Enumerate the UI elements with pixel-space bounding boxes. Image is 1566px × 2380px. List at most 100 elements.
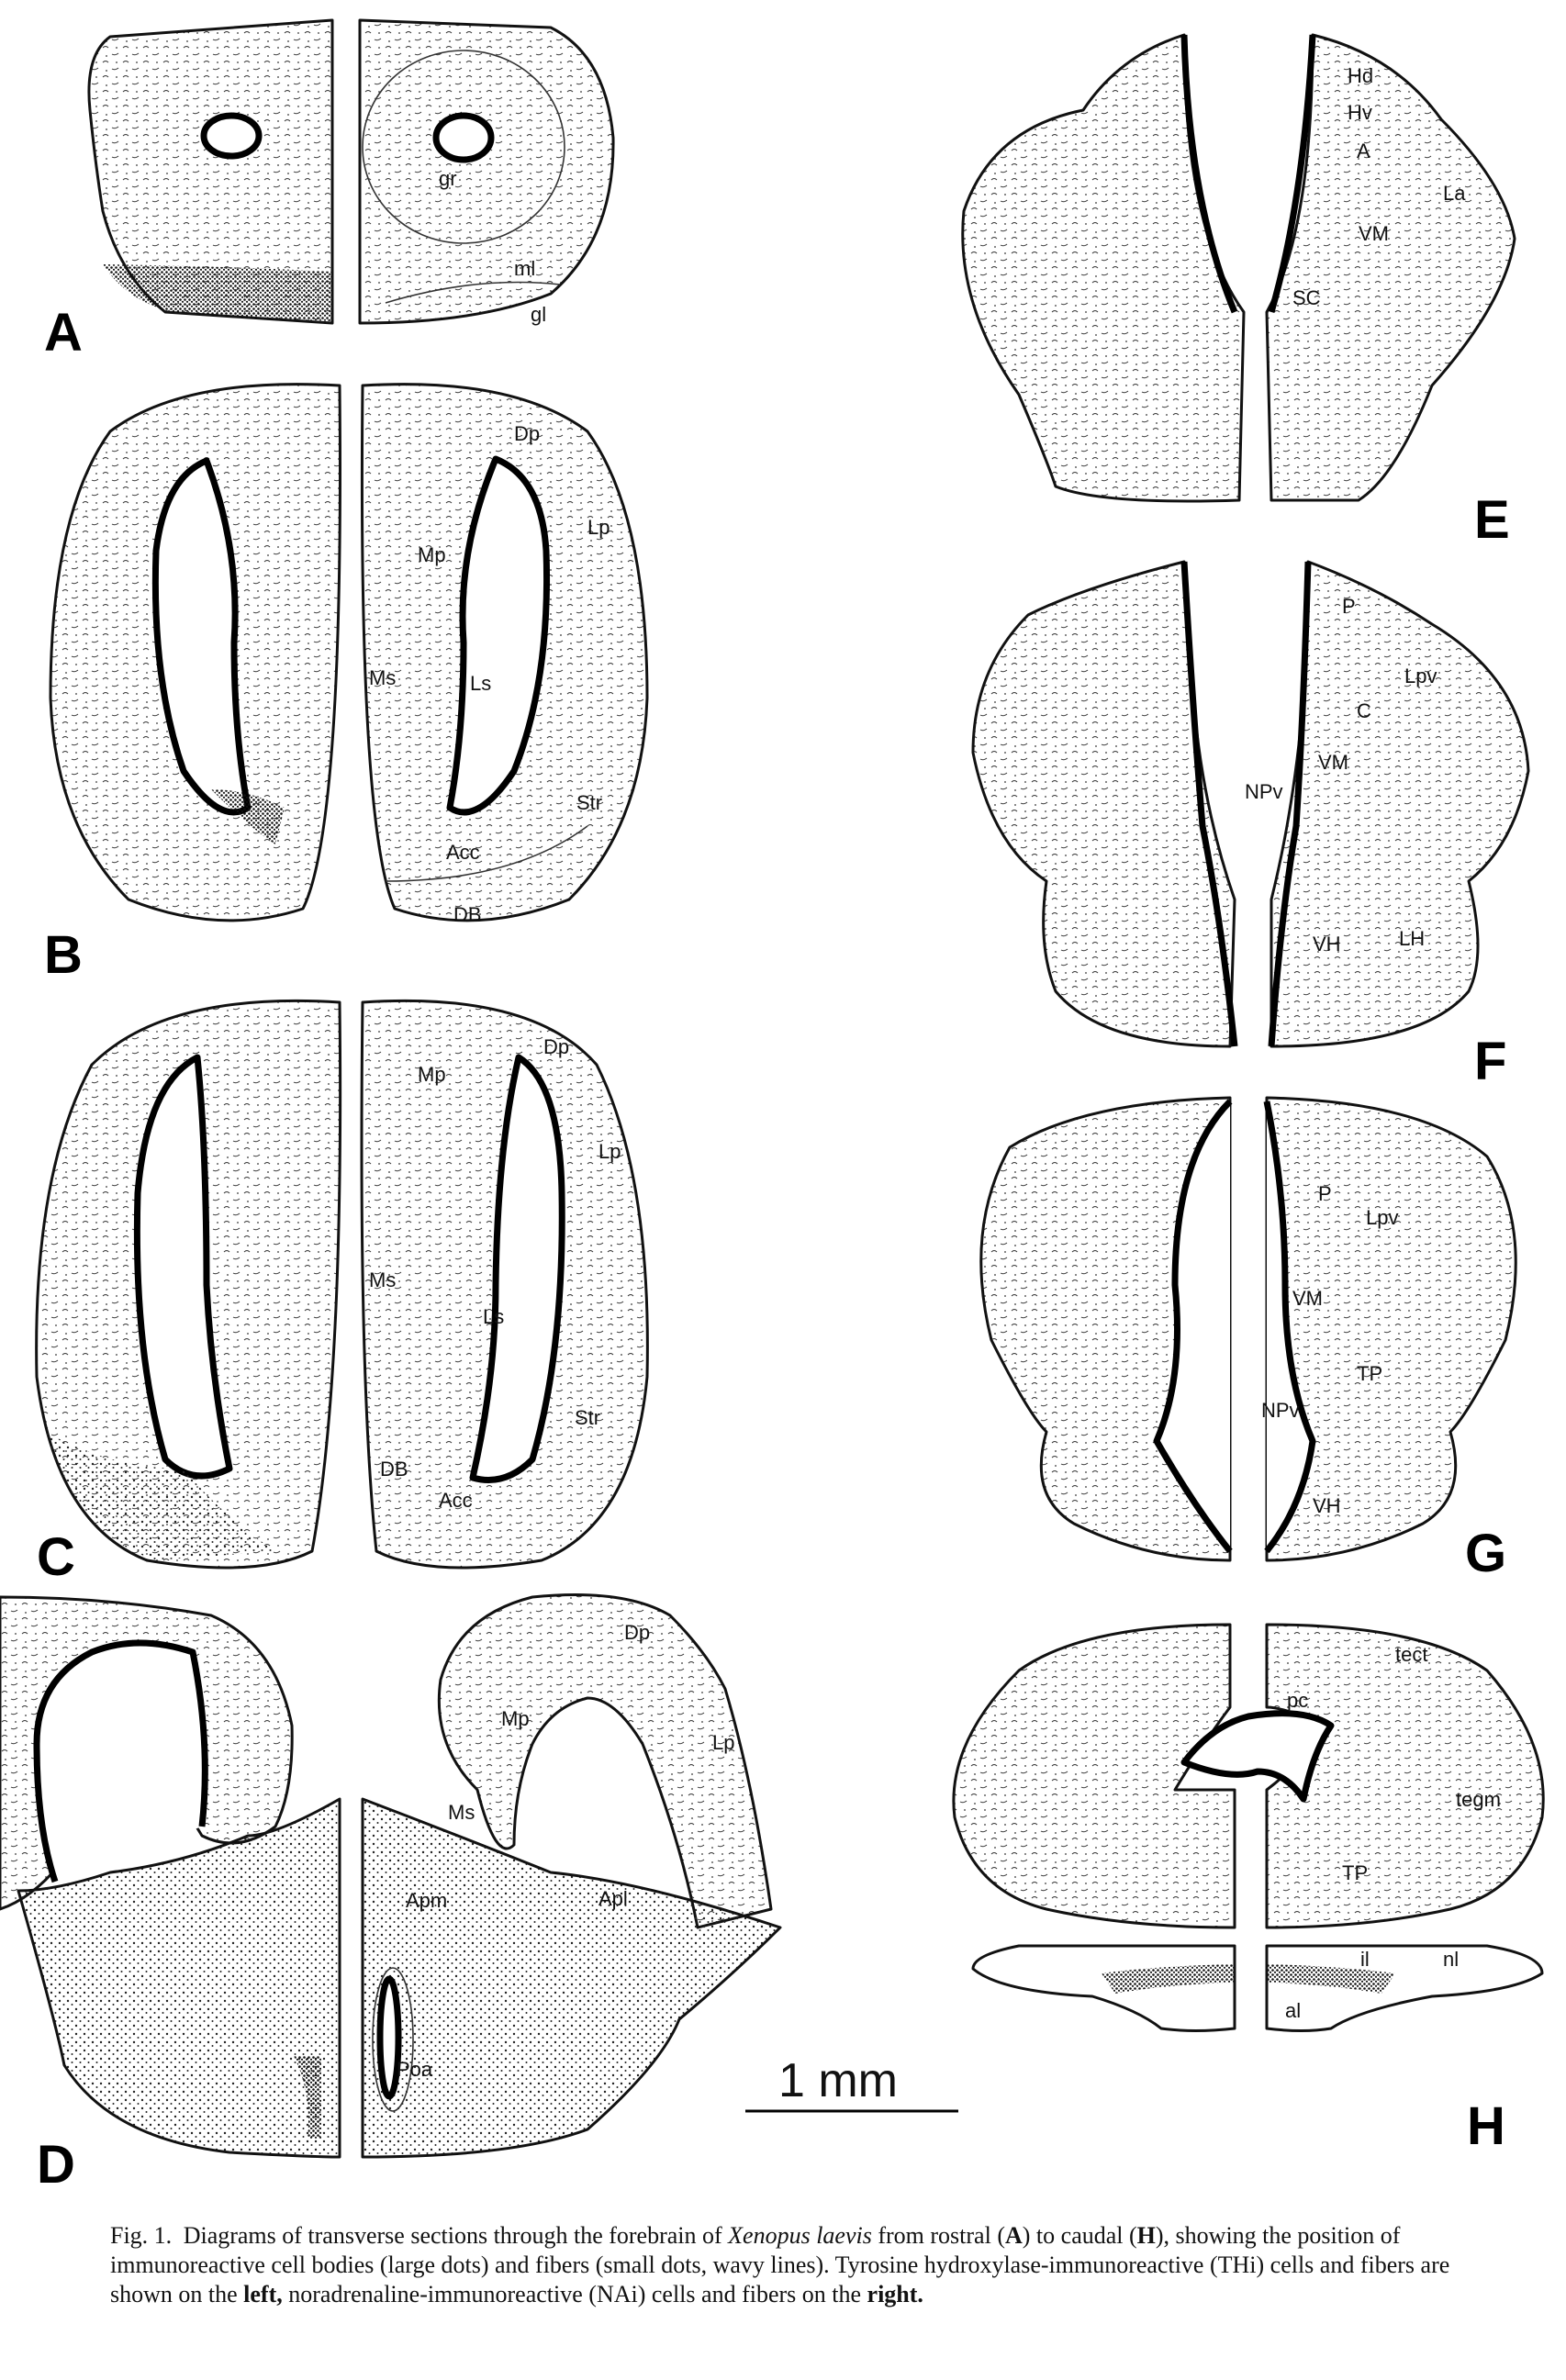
panel-f-label-lh: LH	[1399, 927, 1425, 950]
panel-g-right-outline	[1265, 1096, 1517, 1562]
caption-rostral: A	[1004, 2222, 1023, 2249]
panel-b-right-ventricle	[446, 455, 551, 816]
panel-g-label-vm: VM	[1292, 1287, 1323, 1310]
panel-d: Dp Mp Lp Ms Apm Apl Poa D	[0, 1593, 782, 2195]
panel-f-label-npv: NPv	[1245, 780, 1283, 803]
panel-f-midline-right	[1268, 561, 1312, 1047]
caption-part1: Diagrams of transverse sections through …	[183, 2222, 729, 2249]
panel-a: gr ml gl A	[44, 18, 615, 363]
panel-c-right-ventricle	[469, 1054, 565, 1483]
forebrain-section-diagrams: gr ml gl A Dp Mp Lp Ms Ls Str Acc DB B D…	[0, 18, 1545, 2195]
panel-c-label-lp: Lp	[598, 1140, 621, 1163]
panel-c-left-stipple	[46, 1432, 275, 1560]
panel-f-label-p: P	[1342, 595, 1356, 618]
panel-h-label-tect: tect	[1395, 1643, 1427, 1666]
panel-c-label-ls: Ls	[483, 1305, 504, 1328]
panel-h-right-pituitary-band	[1267, 1964, 1395, 1994]
panel-b-label-ms: Ms	[369, 666, 396, 689]
panel-e-label-a: A	[1357, 140, 1370, 162]
panel-d-label-dp: Dp	[624, 1621, 650, 1644]
panel-c-label-mp: Mp	[418, 1063, 446, 1086]
panel-e: Hd Hv A La VM SC E	[961, 33, 1516, 550]
panel-c-label-acc: Acc	[439, 1489, 473, 1512]
panel-d-label-mp: Mp	[501, 1707, 530, 1730]
panel-d-label-ms: Ms	[448, 1801, 475, 1824]
panel-h-left-pituitary-band	[1102, 1964, 1235, 1994]
panel-d-right-cortex-outline	[437, 1593, 773, 1929]
panel-h: tect pc tegm TP il nl al H	[952, 1623, 1545, 2156]
panel-f-letter: F	[1474, 1032, 1506, 1091]
panel-b-right-inner-line	[385, 825, 588, 882]
caption-left: left,	[243, 2281, 283, 2307]
panel-a-granular-ring	[362, 50, 565, 244]
panel-d-letter: D	[37, 2135, 75, 2195]
panel-g-label-tp: TP	[1357, 1362, 1382, 1385]
panel-f-label-lpv: Lpv	[1404, 665, 1437, 687]
panel-e-label-la: La	[1443, 182, 1466, 205]
panel-g-label-lpv: Lpv	[1366, 1206, 1398, 1229]
panel-h-left-pituitary	[971, 1944, 1236, 2032]
panel-f: P Lpv C VM NPv VH LH F	[971, 560, 1530, 1091]
panel-g-label-npv: NPv	[1261, 1399, 1300, 1422]
panel-b-label-str: Str	[576, 791, 602, 814]
panel-d-poa-ring	[372, 1967, 414, 2112]
panel-c-label-dp: Dp	[543, 1035, 569, 1058]
panel-e-letter: E	[1474, 490, 1510, 550]
panel-a-label-gl: gl	[531, 303, 546, 326]
panel-e-midline-right	[1268, 34, 1316, 313]
panel-e-midline-left	[1180, 34, 1238, 314]
panel-h-midline-notch	[1180, 1710, 1335, 1803]
panel-c-label-ms: Ms	[369, 1268, 396, 1291]
scale-bar: 1 mm	[745, 2054, 958, 2113]
panel-b-label-ls: Ls	[470, 672, 491, 695]
panel-b-letter: B	[44, 925, 83, 985]
panel-h-label-pc: pc	[1287, 1689, 1308, 1712]
panel-d-label-apl: Apl	[598, 1887, 628, 1910]
panel-g-label-vh: VH	[1313, 1494, 1341, 1517]
panel-b-label-acc: Acc	[446, 841, 480, 864]
panel-f-midline-left	[1180, 561, 1238, 1047]
panel-g: P Lpv VM TP NPv VH G	[979, 1096, 1517, 1583]
panel-f-left-outline	[971, 560, 1236, 1048]
panel-d-left-dense	[294, 2056, 321, 2139]
panel-b-left-dense	[211, 789, 285, 844]
panel-d-left-ventricle	[33, 1639, 208, 1883]
panel-d-label-apm: Apm	[406, 1889, 447, 1912]
caption-part2: from rostral (	[871, 2222, 1005, 2249]
panel-b-left-ventricle	[151, 457, 252, 816]
panel-h-label-tp: TP	[1342, 1861, 1368, 1884]
panel-a-right-outline	[358, 18, 615, 325]
panel-b-label-mp: Mp	[418, 543, 446, 566]
figure-caption: Fig. 1. Diagrams of transverse sections …	[110, 2221, 1487, 2309]
scale-bar-label: 1 mm	[778, 2054, 898, 2107]
caption-caudal: H	[1136, 2222, 1156, 2249]
panel-h-label-nl: nl	[1443, 1948, 1459, 1971]
panel-e-label-vm: VM	[1359, 222, 1389, 245]
panel-h-right-pituitary	[1265, 1944, 1544, 2032]
panel-h-label-il: il	[1360, 1948, 1370, 1971]
panel-a-right-ventricle	[432, 112, 495, 163]
caption-part4: ), showing the position of immunoreactiv…	[110, 2222, 1450, 2307]
panel-b-label-db: DB	[453, 903, 482, 926]
panel-c-left-ventricle	[133, 1054, 233, 1480]
panel-a-left-ventricle	[200, 112, 263, 160]
panel-b: Dp Mp Lp Ms Ls Str Acc DB B	[44, 383, 649, 985]
panel-e-left-outline	[961, 33, 1246, 503]
caption-label: Fig. 1.	[110, 2222, 173, 2249]
panel-c: Dp Mp Lp Ms Ls Str DB Acc C	[35, 999, 649, 1587]
panel-a-left-dense-cells	[103, 264, 332, 321]
panel-g-label-p: P	[1318, 1182, 1332, 1205]
panel-f-label-c: C	[1357, 699, 1371, 722]
panel-h-letter: H	[1467, 2096, 1505, 2156]
caption-species: Xenopus laevis	[728, 2222, 872, 2249]
panel-h-label-al: al	[1285, 1999, 1301, 2022]
panel-g-letter: G	[1465, 1524, 1506, 1583]
panel-a-mitral-line	[385, 281, 561, 304]
panel-c-label-db: DB	[380, 1458, 408, 1481]
panel-d-label-poa: Poa	[397, 2058, 433, 2081]
caption-part3: ) to caudal (	[1022, 2222, 1137, 2249]
panel-f-label-vh: VH	[1313, 933, 1341, 955]
panel-d-left-base	[17, 1797, 341, 2159]
panel-f-right-outline	[1270, 560, 1530, 1048]
panel-a-letter: A	[44, 303, 83, 363]
